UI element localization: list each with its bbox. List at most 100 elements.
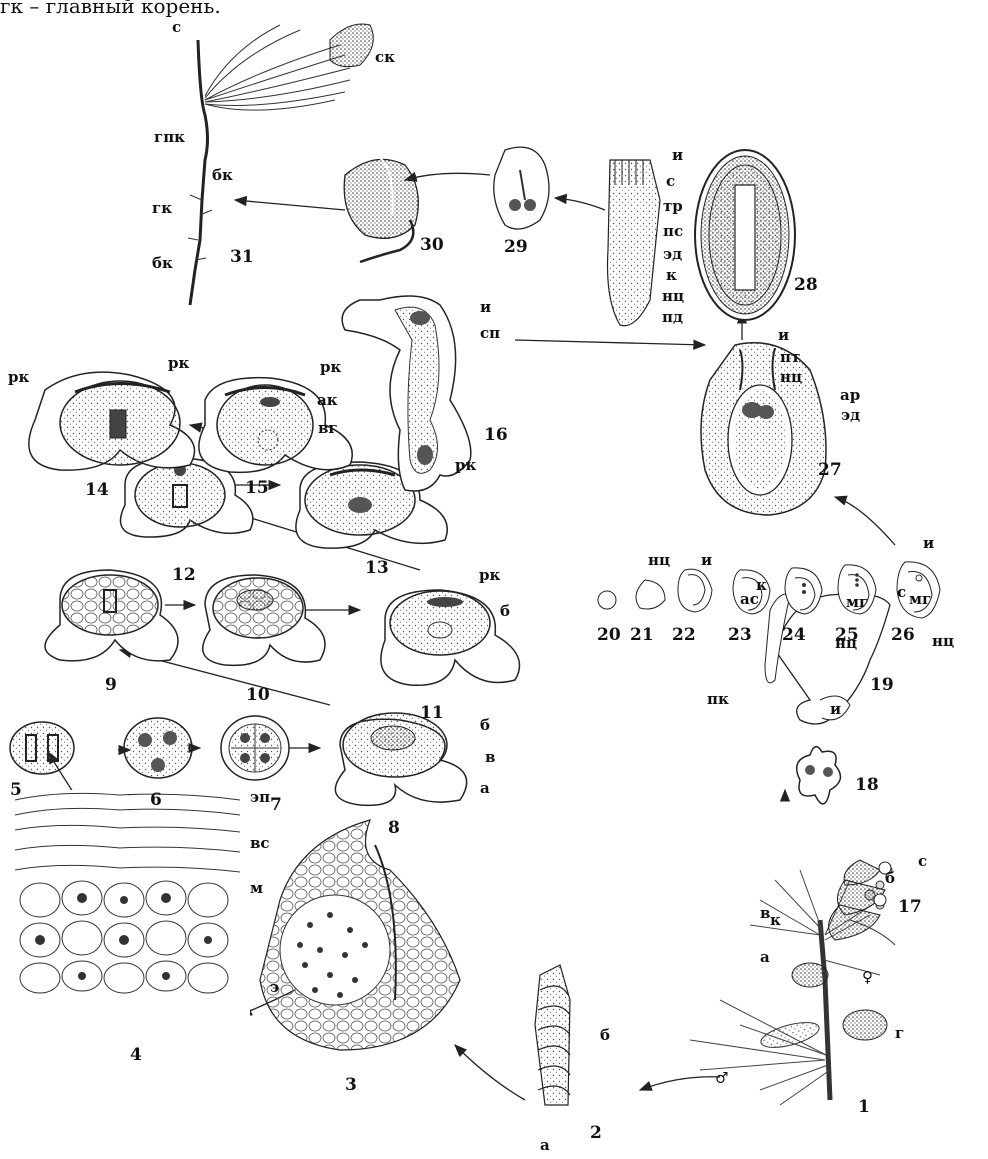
stage-5-number: 5 xyxy=(10,780,22,800)
stage-2-microstrobilus xyxy=(535,965,570,1105)
stage-23-number: 23 xyxy=(728,625,752,645)
stage-22-label: и xyxy=(701,551,712,569)
stage-24-number: 24 xyxy=(782,625,806,645)
stage-17-label: к xyxy=(770,911,781,929)
stage-27-label: и xyxy=(778,326,789,344)
stage-2-label: б xyxy=(600,1026,610,1044)
stage-28-label: нц xyxy=(662,287,684,305)
stage-21-label: нц xyxy=(648,551,670,569)
stage-18-ovule-scale xyxy=(797,747,841,804)
stage-26-label: мг xyxy=(909,590,931,608)
stage-3-number: 3 xyxy=(345,1075,357,1095)
stage-25-label: мг xyxy=(846,593,868,611)
stage-9-number: 9 xyxy=(105,675,117,695)
stage-27-label: нц xyxy=(780,368,802,386)
stage-21-number: 21 xyxy=(630,625,654,645)
stage-28-label: и xyxy=(672,146,683,164)
stage-16-label: и xyxy=(480,298,491,316)
stage-4-label: м xyxy=(250,879,263,897)
stage-22-ovule xyxy=(678,569,712,612)
stage-29-number: 29 xyxy=(504,237,528,257)
stage-31-label: бк xyxy=(212,166,233,184)
stage-11-number: 11 xyxy=(420,703,444,723)
stage-31-label: гк xyxy=(152,199,172,217)
stage-16-label: сп xyxy=(480,324,500,342)
stage-1-label: г xyxy=(895,1024,904,1042)
stage-9-pollen xyxy=(45,570,178,661)
stage-7-number: 7 xyxy=(270,795,282,815)
stage-5-meiosis xyxy=(10,722,74,774)
stage-31-label: гпк xyxy=(154,128,185,146)
stage-15-label: рк xyxy=(168,354,189,372)
stage-17-label: с xyxy=(918,852,927,870)
header-caption: гк – главный корень. xyxy=(0,0,221,18)
stage-8-number: 8 xyxy=(388,818,400,838)
stage-25-number: 25 xyxy=(835,625,859,645)
stage-13-number: 13 xyxy=(365,558,389,578)
stage-3-microsporangium xyxy=(260,820,460,1050)
stage-6-number: 6 xyxy=(150,790,162,810)
stage-11-label: рк xyxy=(479,566,500,584)
stage-8-pollen-grain xyxy=(335,713,466,805)
stage-21-ovule xyxy=(636,580,665,609)
stage-20-ovule xyxy=(598,591,616,609)
stage-4-number: 4 xyxy=(130,1045,142,1065)
stage-11-label: б xyxy=(500,602,510,620)
stage-28-label: тр xyxy=(663,197,683,215)
stage-20-number: 20 xyxy=(597,625,621,645)
stage-26-number: 26 xyxy=(891,625,915,645)
stage-14-number: 14 xyxy=(85,480,109,500)
stage-27-number: 27 xyxy=(818,460,842,480)
stage-10-number: 10 xyxy=(246,685,270,705)
stage-26-label: и xyxy=(923,534,934,552)
stage-28-seed xyxy=(608,150,796,326)
stage-8-label: в xyxy=(485,748,495,766)
stage-19-label: и xyxy=(830,700,841,718)
stage-27-ovule-mature xyxy=(701,343,826,515)
stage-1-number: 1 xyxy=(858,1097,870,1117)
stage-31-label: ск xyxy=(375,48,395,66)
stage-26-label: нц xyxy=(932,632,954,650)
stage-8-label: а xyxy=(480,779,490,797)
stage-22-number: 22 xyxy=(672,625,696,645)
stage-30-germinating-seed xyxy=(344,158,418,262)
stage-1-label: ♀ xyxy=(862,968,873,986)
stage-15-label: рк xyxy=(320,358,341,376)
stage-31-label: бк xyxy=(152,254,173,272)
stage-8-label: б xyxy=(480,716,490,734)
stage-15-label: ак xyxy=(317,391,338,409)
stage-28-label: пс xyxy=(663,222,683,240)
stage-28-label: эд xyxy=(663,245,682,263)
stage-4-label: вс xyxy=(250,834,270,852)
stage-23-label: ас xyxy=(740,590,759,608)
stage-4-tissue-section xyxy=(10,790,250,1035)
stage-15-number: 15 xyxy=(245,478,269,498)
stage-1-label: ♂ xyxy=(715,1069,728,1087)
stage-2-label: а xyxy=(540,1136,550,1154)
stage-12-number: 12 xyxy=(172,565,196,585)
stage-17-number: 17 xyxy=(898,897,922,917)
stage-30-number: 30 xyxy=(420,235,444,255)
stage-4-label: эп xyxy=(250,788,270,806)
stage-2-number: 2 xyxy=(590,1123,602,1143)
stage-19-label: пк xyxy=(707,690,729,708)
stage-27-label: пт xyxy=(780,348,800,366)
stage-31-label: с xyxy=(172,18,181,36)
stage-14-pollen xyxy=(29,372,195,470)
stage-27-label: ар xyxy=(840,386,860,404)
stage-7-tetrad xyxy=(221,716,289,780)
stage-28-label: пд xyxy=(662,308,683,326)
stage-29-seed-embryo xyxy=(494,147,549,229)
stage-14-label: рк xyxy=(8,368,29,386)
stage-19-seed-scale xyxy=(765,594,890,724)
stage-28-label: к xyxy=(666,266,677,284)
stage-1-label: в xyxy=(760,904,770,922)
stage-28-number: 28 xyxy=(794,275,818,295)
stage-6-meiosis xyxy=(124,718,192,778)
stage-15-label: вг xyxy=(318,419,338,437)
stage-19-label: с xyxy=(897,583,906,601)
stage-18-number: 18 xyxy=(855,775,879,795)
stage-1-label: а xyxy=(760,948,770,966)
stage-10-pollen xyxy=(203,575,325,665)
